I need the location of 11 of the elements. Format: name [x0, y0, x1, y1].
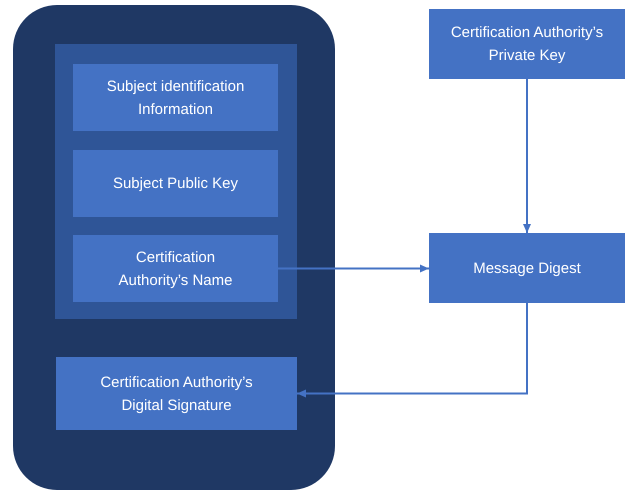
- certificate-fields-panel: [55, 44, 297, 319]
- arrow: [297, 303, 528, 398]
- certificate-panel: [13, 5, 335, 490]
- process-box: Subject identification Information: [73, 64, 278, 131]
- process-box: Certification Authority’s Name: [73, 235, 278, 302]
- process-box: Message Digest: [429, 233, 625, 303]
- process-box: Subject Public Key: [73, 150, 278, 217]
- process-box: Certification Authority’s Digital Signature: [56, 357, 297, 430]
- arrow: [523, 79, 531, 233]
- process-box: Certification Authority’s Private Key: [429, 9, 625, 79]
- arrow: [278, 264, 429, 272]
